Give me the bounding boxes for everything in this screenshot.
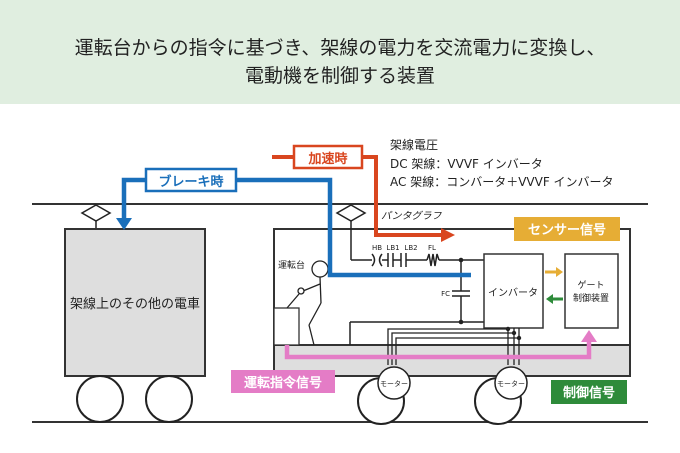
control-signal-label: 制御信号 (563, 385, 615, 401)
cab-console (273, 307, 300, 346)
motor-1-icon (377, 366, 411, 400)
command-signal-label: 運転指令信号 (244, 375, 322, 391)
svg-text:LB1: LB1 (386, 244, 399, 252)
other-train-wheel-icon (145, 375, 193, 423)
motor-1-label: モーター (380, 379, 408, 388)
other-train-pantograph-icon (80, 204, 112, 222)
motor-wiring (387, 328, 520, 365)
fl-reactor: FL (426, 244, 440, 267)
header-title-line-2: 電動機を制御する装置 (244, 65, 435, 87)
gate-controller-label-1: ゲート (577, 279, 604, 291)
header-banner: 運転台からの指令に基づき、架線の電力を交流電力に変換し、 電動機を制御する装置 (0, 0, 680, 104)
brake-label-box (144, 167, 238, 193)
other-train: 架線上のその他の電車 (64, 204, 206, 423)
fc-label: FC (441, 290, 450, 298)
gate-controller-label-2: 制御装置 (573, 292, 609, 304)
sensor-arrow-icon (556, 267, 563, 277)
other-train-label: 架線上のその他の電車 (70, 296, 200, 312)
accel-arrow-icon (441, 228, 455, 242)
hb-breaker: HB (371, 244, 383, 267)
control-signal-badge (551, 380, 627, 404)
brake-power-path (121, 177, 471, 278)
svg-text:HB: HB (372, 244, 382, 252)
voltage-ac: AC 架線：コンバータ＋VVVF インバータ (390, 174, 614, 189)
other-train-wheel-icon (76, 375, 124, 423)
main-train: パンタグラフ HB LB1 LB2 FL FC (273, 204, 631, 425)
command-signal-path (284, 340, 592, 360)
command-arrow-icon (581, 330, 597, 342)
command-signal-badge (231, 370, 335, 393)
svg-text:FL: FL (428, 244, 436, 252)
brake-label: ブレーキ時 (158, 174, 223, 190)
pantograph-label: パンタグラフ (381, 210, 442, 222)
motor-2-label: モーター (497, 379, 525, 388)
inverter-label: インバータ (488, 287, 538, 299)
accel-label-box (292, 144, 364, 170)
accel-label: 加速時 (307, 151, 347, 167)
header-title-line-1: 運転台からの指令に基づき、架線の電力を交流電力に変換し、 (74, 37, 606, 59)
pantograph-icon (335, 204, 367, 222)
gate-controller-box (564, 253, 619, 329)
sensor-signal-label: センサー信号 (528, 222, 606, 238)
cab-label: 運転台 (278, 259, 305, 271)
voltage-title: 架線電圧 (390, 137, 438, 152)
brake-arrow-icon (116, 218, 132, 230)
inverter-box (483, 253, 544, 329)
other-train-body (64, 228, 206, 377)
sensor-signal-badge (514, 217, 620, 241)
voltage-dc: DC 架線：VVVF インバータ (390, 156, 543, 171)
control-arrow-icon (546, 294, 553, 304)
svg-text:LB2: LB2 (404, 244, 417, 252)
motor-2-icon (494, 366, 528, 400)
